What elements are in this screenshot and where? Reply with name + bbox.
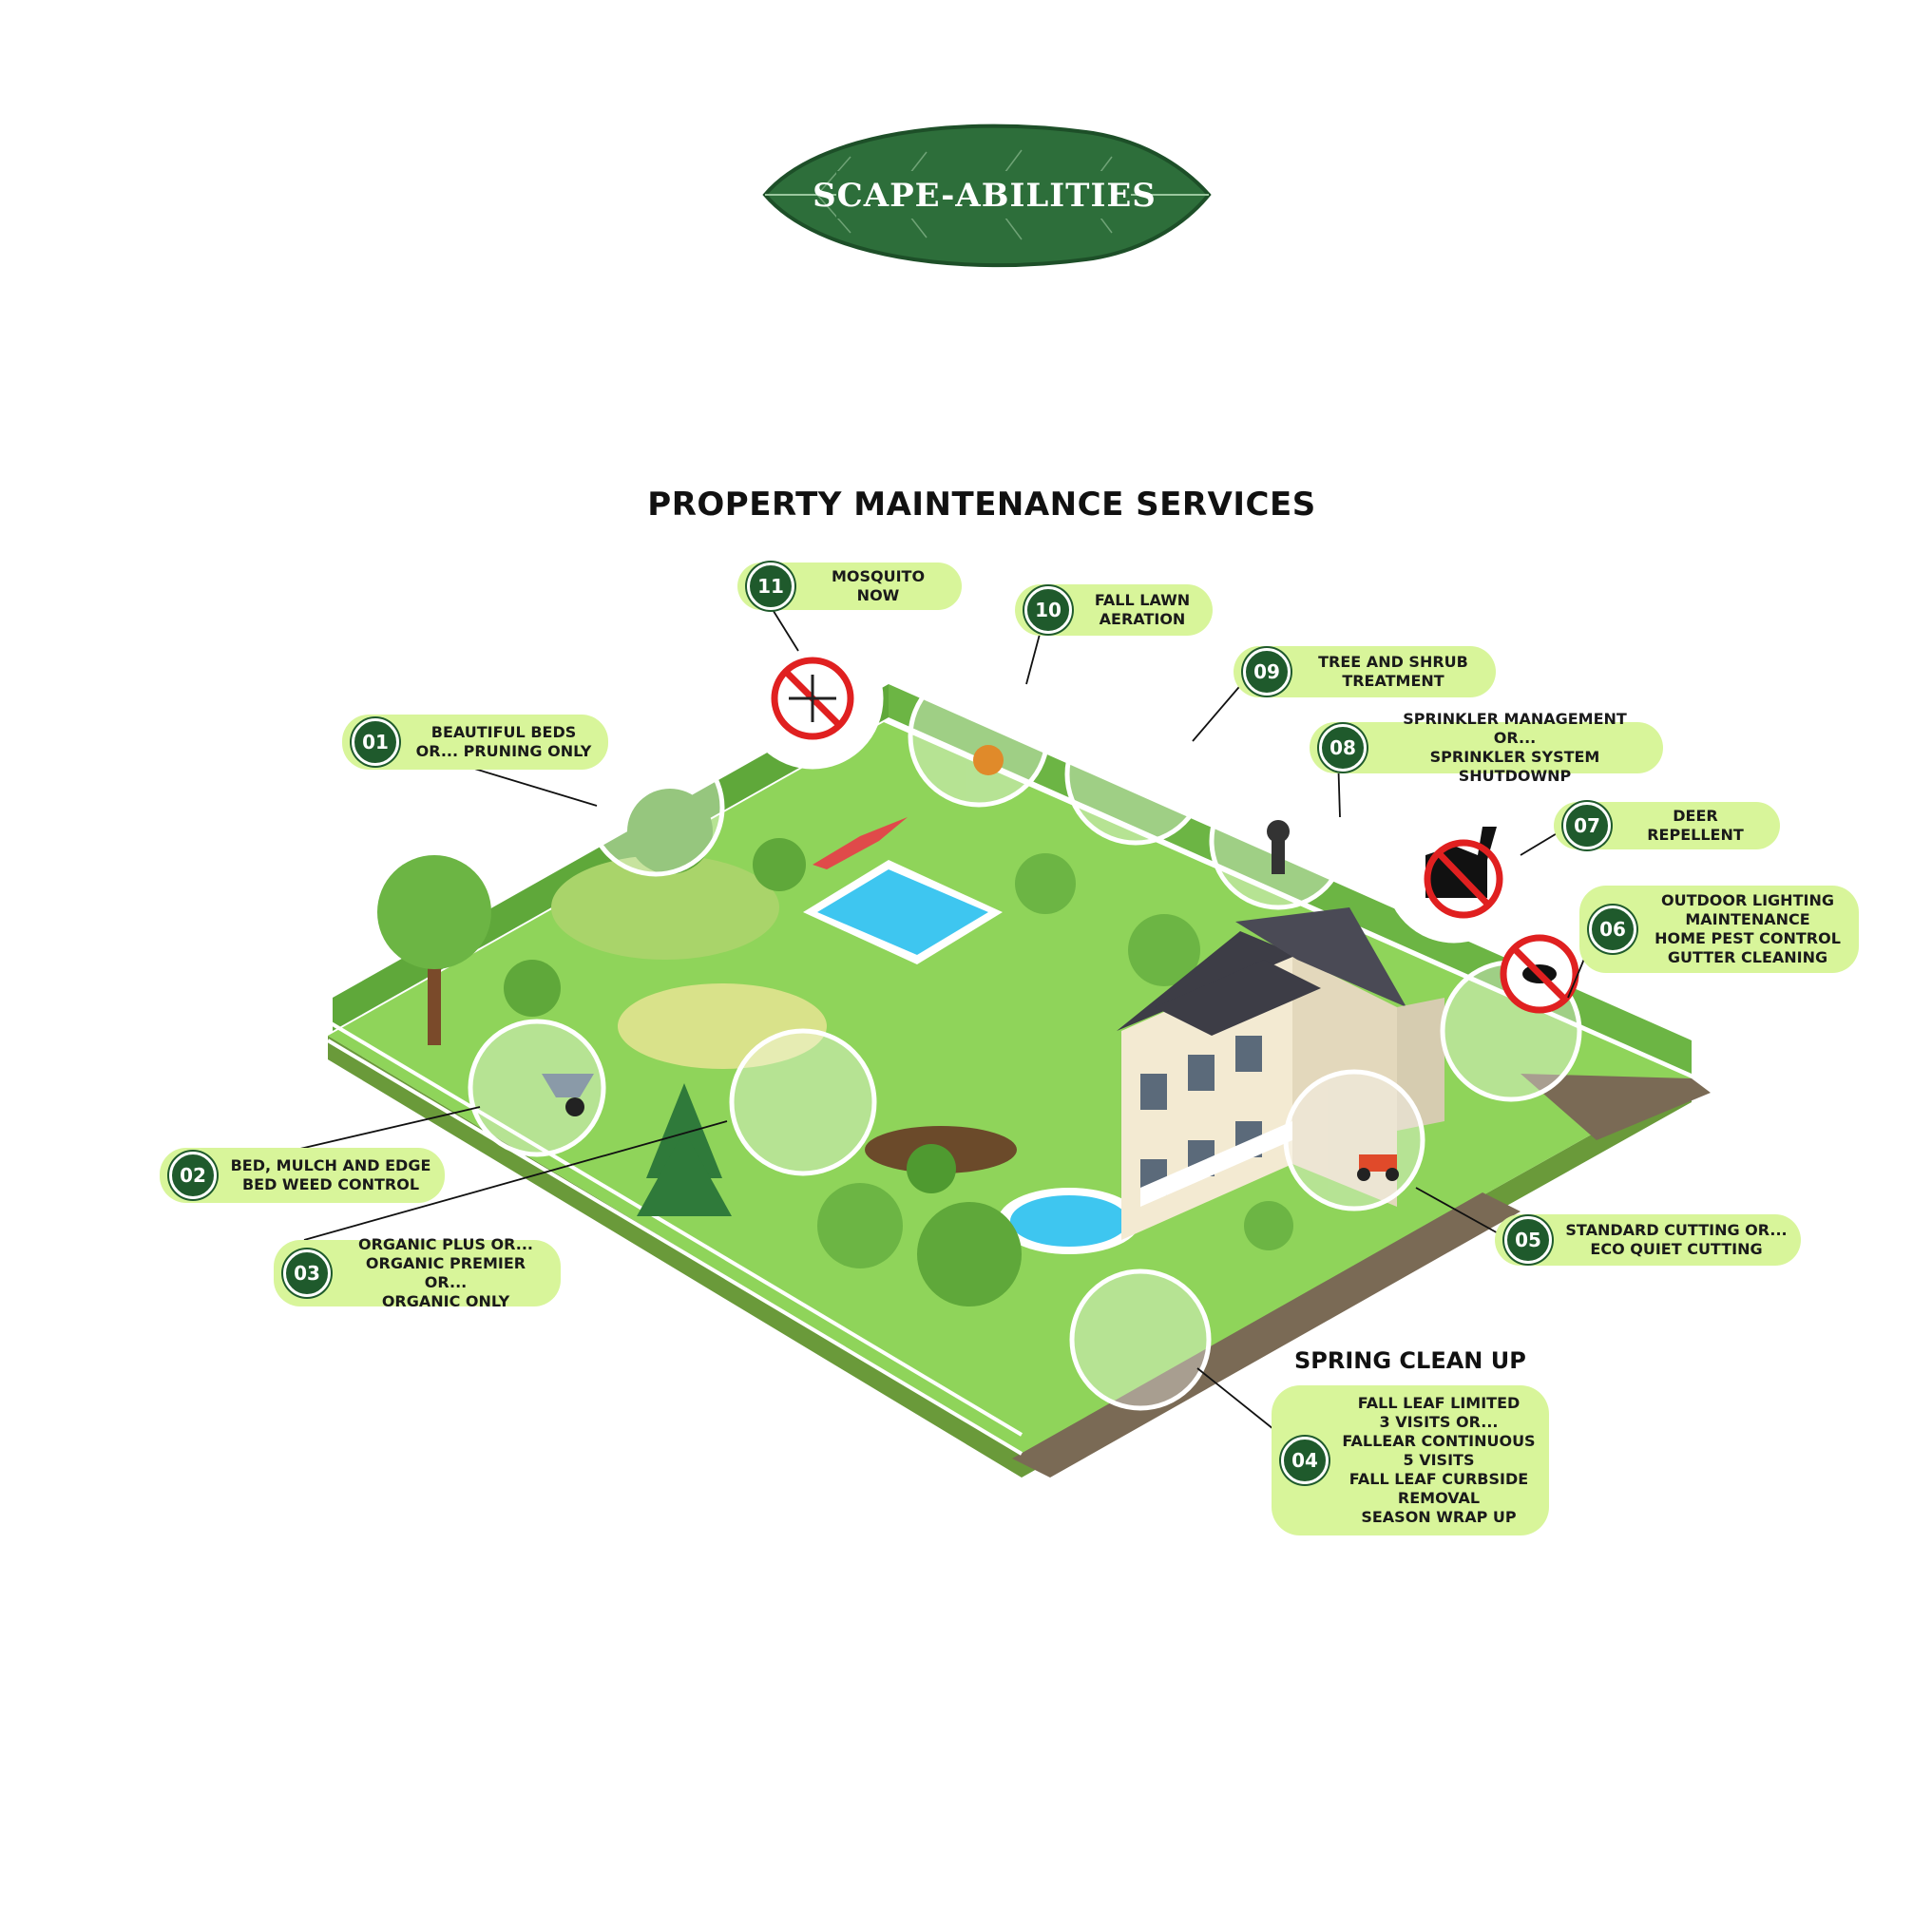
spring-clean-up-heading: SPRING CLEAN UP xyxy=(1294,1347,1526,1374)
callout-text: BEAUTIFUL BEDS OR... PRUNING ONLY xyxy=(415,723,592,760)
callout-10: 10 FALL LAWN AERATION xyxy=(1015,584,1213,636)
callout-06: 06 OUTDOOR LIGHTING MAINTENANCE HOME PES… xyxy=(1579,886,1859,973)
callout-badge: 02 xyxy=(169,1152,217,1199)
callout-badge: 03 xyxy=(283,1249,331,1297)
callout-07: 07 DEER REPELLENT xyxy=(1554,802,1780,849)
logo-text: SCAPE-ABILITIES xyxy=(813,177,1157,215)
callout-text: BED, MULCH AND EDGE BED WEED CONTROL xyxy=(230,1156,431,1193)
callout-text: TREE AND SHRUB TREATMENT xyxy=(1318,653,1468,690)
callout-text: DEER REPELLENT xyxy=(1647,807,1744,844)
service-circles xyxy=(468,627,1582,1411)
callout-badge: 01 xyxy=(352,718,399,766)
callout-badge: 08 xyxy=(1319,724,1367,772)
callout-badge: 10 xyxy=(1024,586,1072,634)
leaf-blower-icon xyxy=(973,745,1004,775)
mosquito-prohibited-icon xyxy=(746,632,879,765)
wheelbarrow-icon xyxy=(542,1074,594,1116)
callout-badge: 11 xyxy=(747,563,794,610)
lawn-mower-icon xyxy=(1357,1154,1399,1181)
callout-01: 01 BEAUTIFUL BEDS OR... PRUNING ONLY xyxy=(342,715,608,770)
callout-badge: 04 xyxy=(1281,1437,1329,1484)
callout-04: 04 FALL LEAF LIMITED 3 VISITS OR... FALL… xyxy=(1272,1385,1549,1535)
callout-badge: 09 xyxy=(1243,648,1291,696)
callout-text: FALL LEAF LIMITED 3 VISITS OR... FALLEAR… xyxy=(1342,1394,1536,1526)
sprinkler-icon xyxy=(1267,820,1290,874)
callout-text: MOSQUITO NOW xyxy=(831,567,926,604)
ant-prohibited-icon xyxy=(1500,934,1579,1014)
callout-11: 11 MOSQUITO NOW xyxy=(737,563,962,610)
deer-prohibited-icon xyxy=(1387,808,1521,941)
callout-08: 08 SPRINKLER MANAGEMENT OR... SPRINKLER … xyxy=(1310,710,1663,785)
callout-text: FALL LAWN AERATION xyxy=(1094,591,1191,628)
callout-text: STANDARD CUTTING OR... ECO QUIET CUTTING xyxy=(1565,1221,1788,1258)
service-circles-fill xyxy=(472,670,1578,1406)
trees xyxy=(377,789,1293,1306)
callout-badge: 06 xyxy=(1589,906,1636,953)
page-title: PROPERTY MAINTENANCE SERVICES xyxy=(647,486,1315,524)
callout-text: SPRINKLER MANAGEMENT OR... SPRINKLER SYS… xyxy=(1403,710,1627,785)
callout-09: 09 TREE AND SHRUB TREATMENT xyxy=(1234,646,1496,697)
callout-badge: 07 xyxy=(1563,802,1611,849)
callout-03: 03 ORGANIC PLUS OR... ORGANIC PREMIER OR… xyxy=(274,1235,561,1310)
callout-text: OUTDOOR LIGHTING MAINTENANCE HOME PEST C… xyxy=(1655,891,1841,966)
callout-05: 05 STANDARD CUTTING OR... ECO QUIET CUTT… xyxy=(1495,1214,1801,1266)
house xyxy=(1117,907,1444,1240)
callout-text: ORGANIC PLUS OR... ORGANIC PREMIER OR...… xyxy=(358,1235,533,1310)
leaf-logo-icon: SCAPE-ABILITIES xyxy=(762,124,1212,268)
callout-badge: 05 xyxy=(1504,1216,1552,1264)
callout-02: 02 BED, MULCH AND EDGE BED WEED CONTROL xyxy=(160,1148,445,1203)
